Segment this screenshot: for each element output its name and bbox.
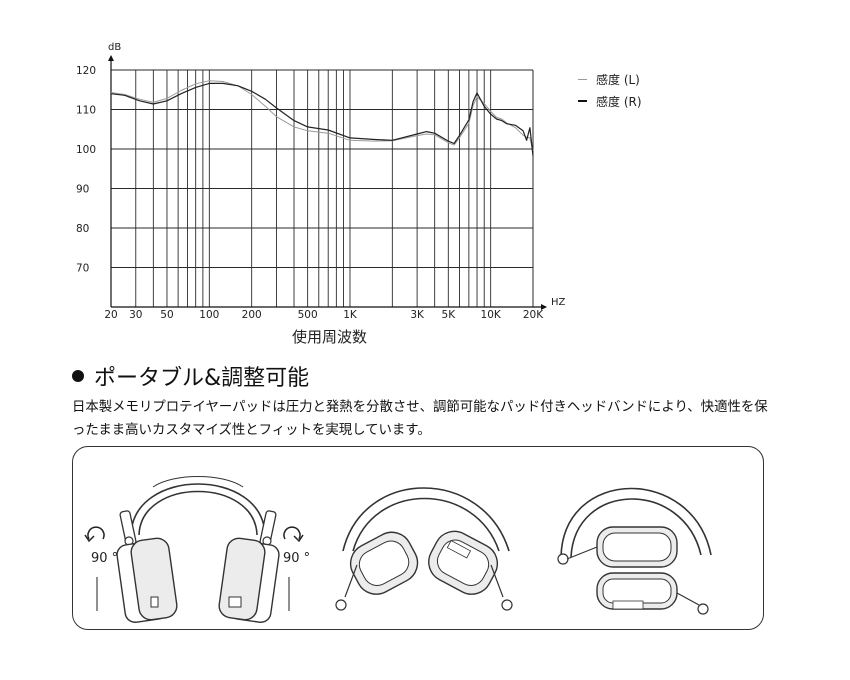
x-tick-label: 10K (481, 309, 502, 321)
frequency-response-chart: 120 110 100 90 80 70 20 30 50 100 200 500 1K 3K 5K 10K 2… (0, 0, 850, 350)
x-tick-label: 3K (410, 309, 425, 321)
headphones-front-icon (73, 447, 323, 631)
x-axis-title: 使用周波数 (292, 326, 367, 347)
headphones-side-icon (543, 447, 753, 631)
chart-legend: 感度 (L) 感度 (R) (578, 68, 642, 112)
y-tick-label: 90 (76, 184, 89, 196)
y-tick-label: 70 (76, 263, 89, 275)
x-tick-label: 30 (129, 309, 142, 321)
x-tick-label: 200 (242, 309, 262, 321)
x-axis-unit: HZ (551, 297, 566, 308)
description-line-1: 日本製メモリプロテイヤーパッドは圧力と発熱を分散させ、調節可能なパッド付きヘッド… (72, 396, 777, 419)
y-tick-label: 110 (76, 105, 96, 117)
x-tick-label: 50 (160, 309, 173, 321)
legend-label-right: 感度 (R) (596, 93, 642, 110)
x-tick-label: 100 (199, 309, 219, 321)
y-tick-label: 120 (76, 65, 96, 77)
headphone-illustration-panel: 90 ° 90 ° (72, 446, 764, 630)
legend-swatch-left (578, 79, 587, 80)
rotate-right-icon (284, 527, 303, 541)
headphones-folded-icon (323, 447, 533, 631)
legend-label-left: 感度 (L) (596, 71, 640, 88)
legend-swatch-right (578, 100, 587, 102)
x-tick-label: 20 (104, 309, 117, 321)
y-tick-label: 80 (76, 223, 89, 235)
x-tick-label: 500 (298, 309, 318, 321)
section-description: 日本製メモリプロテイヤーパッドは圧力と発熱を分散させ、調節可能なパッド付きヘッド… (72, 396, 777, 442)
bullet-icon (72, 370, 84, 382)
y-axis-arrow (108, 55, 114, 61)
y-tick-label: 100 (76, 144, 96, 156)
x-tick-label: 5K (442, 309, 457, 321)
description-line-2: ったまま高いカスタマイズ性とフィットを実現しています。 (72, 419, 777, 442)
rotation-label-right: 90 ° (283, 551, 310, 566)
y-axis-label: dB (108, 42, 121, 53)
rotate-left-icon (85, 527, 104, 541)
x-tick-label: 1K (343, 309, 358, 321)
legend-item-right: 感度 (R) (578, 90, 642, 112)
chart-series (111, 81, 533, 156)
rotation-label-left: 90 ° (91, 551, 118, 566)
section-heading: ポータブル&調整可能 (72, 360, 309, 392)
chart-axes (108, 55, 547, 310)
legend-item-left: 感度 (L) (578, 68, 642, 90)
chart-grid (111, 70, 533, 307)
x-tick-label: 20K (523, 309, 544, 321)
section-title: ポータブル&調整可能 (94, 360, 309, 392)
